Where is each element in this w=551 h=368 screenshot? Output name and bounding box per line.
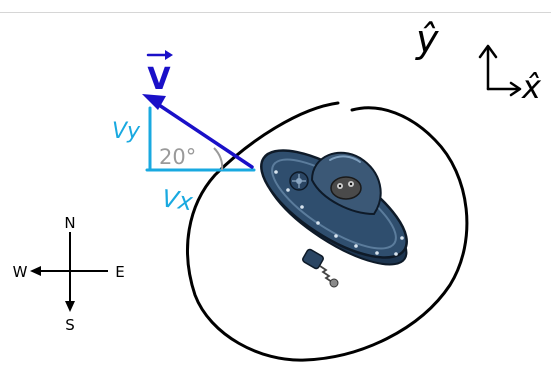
page-top-divider [0, 12, 551, 13]
velocity-arrowhead [142, 94, 166, 110]
compass-south-label: S [65, 316, 75, 334]
compass-west-arrow [30, 266, 41, 276]
svg-text:V: V [147, 62, 171, 97]
ufo-icon [260, 149, 408, 288]
motion-circle [186, 101, 469, 362]
compass-north-label: N [64, 214, 75, 232]
velocity-vector [154, 101, 254, 169]
probe-thruster-icon [302, 248, 339, 288]
porthole-fan-icon [289, 171, 309, 191]
x-hat-label: x̂ [521, 68, 542, 106]
angle-label: 20° [159, 145, 196, 169]
compass-rose: N S W E [13, 214, 125, 334]
vector-v-label: V [146, 50, 173, 97]
compass-west-label: W [13, 263, 28, 281]
vx-label: Vx [160, 184, 195, 216]
vy-label: Vy [112, 119, 141, 144]
axes-indicator: ŷ x̂ [415, 17, 542, 106]
angle-arc [213, 147, 224, 171]
y-hat-label: ŷ [415, 17, 439, 61]
alien-pilot-icon [330, 176, 362, 200]
compass-east-label: E [115, 263, 124, 281]
compass-south-arrow [65, 301, 75, 312]
